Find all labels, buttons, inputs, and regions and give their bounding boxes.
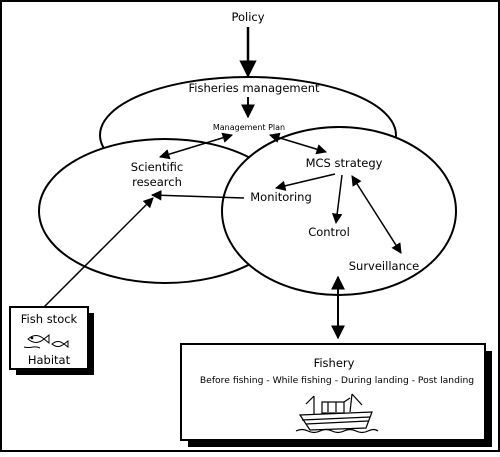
fisheries-management-label: Fisheries management xyxy=(188,81,320,95)
fish-stock-label: Fish stock xyxy=(21,312,78,326)
fishery-stages: Before fishing - While fishing - During … xyxy=(200,375,474,386)
control-label: Control xyxy=(308,225,350,239)
plan-mcs-arrow xyxy=(268,132,328,155)
mcs-to-control-arrow xyxy=(331,174,343,225)
fishery-title: Fishery xyxy=(314,356,355,370)
surveillance-label: Surveillance xyxy=(349,259,420,273)
scientific-research-label-line1: Scientific xyxy=(131,160,183,174)
policy-label: Policy xyxy=(231,10,264,24)
mcs-strategy-ellipse xyxy=(221,126,457,296)
mcs-to-monitoring-arrow xyxy=(274,173,336,191)
fish-stock-to-research-arrow xyxy=(43,197,154,308)
fishing-boat-icon xyxy=(295,393,379,434)
habitat-label: Habitat xyxy=(28,353,71,367)
monitoring-label: Monitoring xyxy=(250,190,312,204)
mcs-strategy-label: MCS strategy xyxy=(306,156,383,170)
management-plan-label: Management Plan xyxy=(213,123,285,132)
plan-research-arrow xyxy=(158,132,234,160)
mcs-surveillance-arrow xyxy=(351,175,402,254)
monitoring-to-research-arrow xyxy=(150,190,245,201)
fish-icon xyxy=(23,333,69,349)
scientific-research-label-line2: research xyxy=(132,175,182,189)
